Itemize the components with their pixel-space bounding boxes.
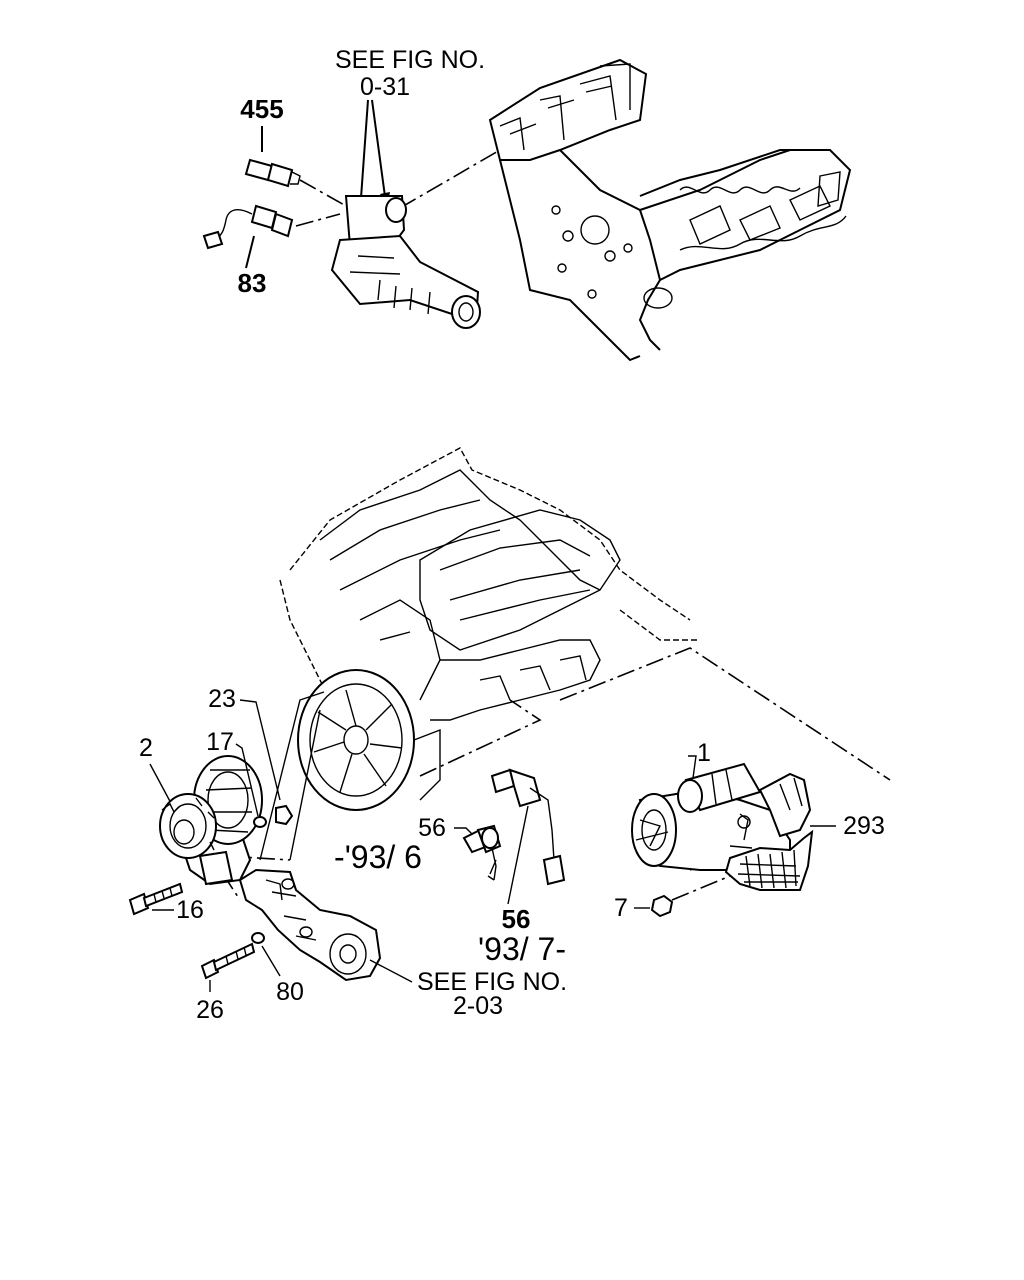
ref-arrow-left — [359, 99, 369, 213]
nut-7 — [650, 894, 674, 918]
thermostat-housing — [330, 195, 481, 329]
callout-26: 26 — [196, 996, 224, 1024]
engine-block-top — [488, 58, 852, 362]
crank-pulley — [297, 669, 441, 811]
callout-56-early: 56 — [418, 814, 446, 842]
callout-16: 16 — [176, 896, 204, 924]
washer-17 — [253, 816, 267, 828]
ref-arrow-right — [371, 99, 387, 205]
alternator-bracket — [238, 868, 382, 982]
callout-80: 80 — [276, 978, 304, 1006]
callout-17: 17 — [206, 728, 234, 756]
washer-80 — [251, 932, 265, 944]
date-range-early: -'93/ 6 — [334, 839, 422, 875]
callout-293: 293 — [843, 812, 885, 840]
callout-23: 23 — [208, 685, 236, 713]
bottom-ref-line1: SEE FIG NO. — [417, 968, 567, 996]
oil-pressure-switch-late — [490, 768, 566, 886]
callout-83: 83 — [238, 268, 267, 298]
temperature-sensor-455 — [244, 158, 301, 188]
callout-7: 7 — [614, 894, 628, 922]
callout-1: 1 — [697, 739, 711, 767]
bottom-ref-line2: 2-03 — [453, 992, 503, 1020]
nut-23 — [275, 804, 294, 826]
callout-56-late: 56 — [502, 904, 531, 934]
bolt-26 — [200, 942, 256, 980]
sensor-83 — [202, 204, 294, 250]
bolt-16 — [128, 882, 184, 916]
callout-455: 455 — [240, 94, 283, 124]
top-ref-line1: SEE FIG NO. — [335, 46, 485, 74]
date-range-late: '93/ 7- — [478, 931, 566, 967]
alternator — [159, 755, 263, 886]
bottom-assembly: 2 17 23 16 — [128, 447, 891, 1024]
top-ref-line2: 0-31 — [360, 73, 410, 101]
heat-shield-293 — [724, 829, 814, 891]
top-assembly: SEE FIG NO. 0-31 455 83 — [202, 46, 852, 362]
oil-pressure-switch-early — [462, 824, 502, 881]
callout-2: 2 — [139, 734, 153, 762]
